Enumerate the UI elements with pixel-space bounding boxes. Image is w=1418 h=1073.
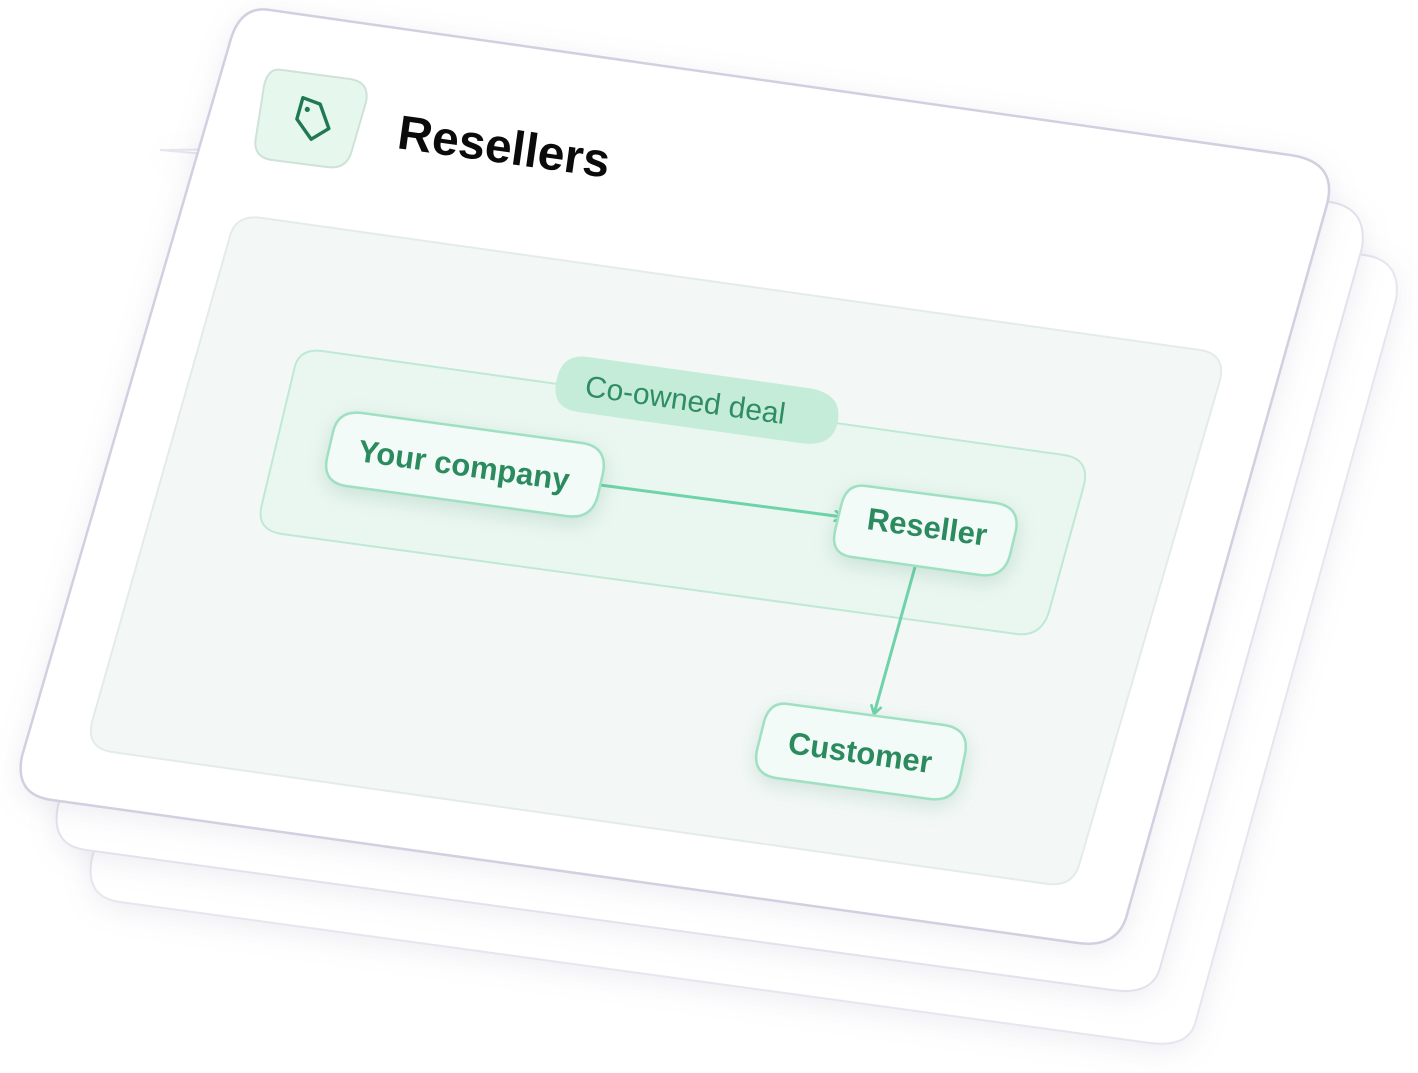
connectors [599,483,917,714]
icon-tile [254,68,368,169]
tag-icon [295,95,331,141]
node-customer: Customer [754,702,968,801]
node-reseller: Reseller [832,484,1018,577]
node-your-company: Your company [324,411,606,518]
connector-company-to-reseller [599,483,843,517]
connector-reseller-to-customer [874,566,917,714]
co-owned-deal-group [259,349,1086,636]
